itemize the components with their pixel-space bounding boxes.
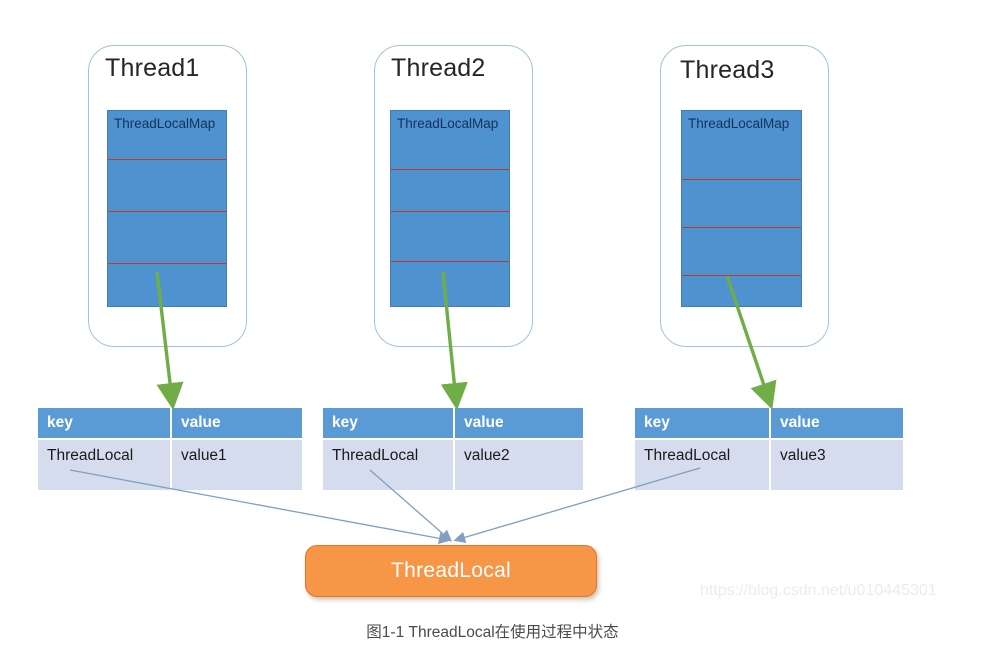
header-key: key [644,414,670,431]
header-value: value [453,408,583,438]
thread-title-1: Thread1 [105,54,200,82]
threadlocal-central-label: ThreadLocal [390,559,512,582]
thread-title-3: Thread3 [680,56,775,84]
cell-value: value1 [170,440,302,490]
kv-table-2: key value ThreadLocal value2 [323,408,583,490]
threadlocalmap-label-2: ThreadLocalMap [397,116,499,131]
map-divider [682,275,801,276]
cell-value: value2 [453,440,583,490]
map-divider [108,159,226,160]
cell-key: ThreadLocal [47,447,134,464]
kv-table-3: key value ThreadLocal value3 [635,408,903,490]
map-divider [391,211,509,212]
table-row: ThreadLocal value2 [323,440,583,490]
header-value: value [769,408,903,438]
watermark-text: https://blog.csdn.net/u010445301 [700,582,937,599]
threadlocalmap-box-1: ThreadLocalMap [107,110,227,307]
map-divider [108,263,226,264]
threadlocal-central-box[interactable]: ThreadLocal [305,545,597,597]
table-row: ThreadLocal value3 [635,440,903,490]
map-divider [682,227,801,228]
threadlocalmap-box-2: ThreadLocalMap [390,110,510,307]
header-value: value [170,408,302,438]
map-divider [108,211,226,212]
header-key: key [47,414,73,431]
table-header-row: key value [635,408,903,438]
threadlocalmap-label-3: ThreadLocalMap [688,116,790,131]
figure-caption: 图1-1 ThreadLocal在使用过程中状态 [366,624,619,641]
header-key: key [332,414,358,431]
kv-table-1: key value ThreadLocal value1 [38,408,302,490]
map-divider [682,179,801,180]
map-divider [391,261,509,262]
thread-title-2: Thread2 [391,54,486,82]
cell-value: value3 [769,440,903,490]
threadlocalmap-label-1: ThreadLocalMap [114,116,216,131]
map-divider [391,169,509,170]
threadlocalmap-box-3: ThreadLocalMap [681,110,802,307]
table-header-row: key value [323,408,583,438]
table-row: ThreadLocal value1 [38,440,302,490]
table-header-row: key value [38,408,302,438]
cell-key: ThreadLocal [332,447,419,464]
cell-key: ThreadLocal [644,447,731,464]
